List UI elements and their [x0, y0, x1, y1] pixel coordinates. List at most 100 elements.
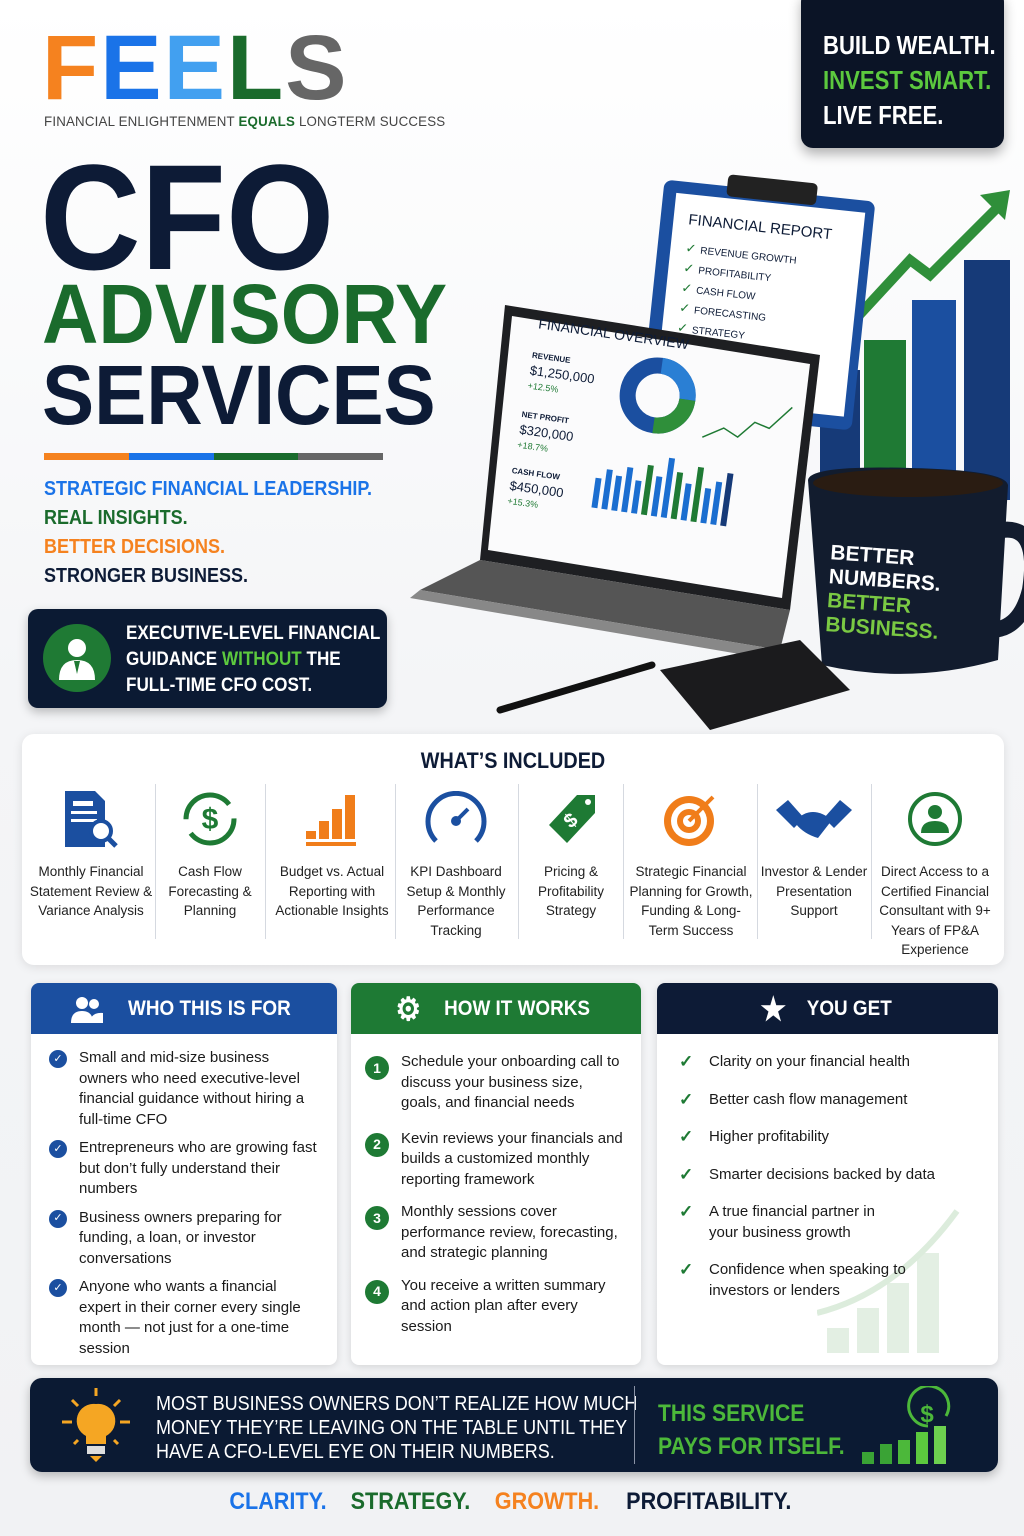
- logo-letter: E: [100, 17, 164, 119]
- check-icon: ✓: [679, 1164, 694, 1184]
- target-icon: [627, 784, 755, 854]
- included-item: Monthly Financial Statement Review & Var…: [28, 784, 154, 921]
- feels-logo: FEELS: [42, 22, 349, 114]
- exec-emphasis: WITHOUT: [221, 649, 302, 670]
- benefit-item: ✓Clarity on your financial health: [679, 1052, 910, 1071]
- growth-watermark-icon: [817, 1209, 960, 1353]
- svg-text:✓: ✓: [681, 280, 693, 296]
- user-circle-icon: [874, 784, 996, 854]
- you-get-card: ★ YOU GET ✓Clarity on your financial heal…: [657, 983, 998, 1365]
- included-item: $ Pricing & Profitability Strategy: [522, 784, 620, 921]
- tagline-insights: REAL INSIGHTS.: [44, 507, 188, 529]
- slogan-word: GROWTH.: [494, 1488, 599, 1515]
- included-item: Budget vs. Actual Reporting with Actiona…: [270, 784, 394, 921]
- money-growth-icon: $: [862, 1386, 951, 1464]
- check-circle-icon: ✓: [49, 1140, 67, 1158]
- color-bar: [44, 453, 383, 460]
- title-services: SERVICES: [42, 348, 436, 442]
- metric-value: $450,000: [509, 478, 565, 500]
- pays-for-itself-line: PAYS FOR ITSELF.: [658, 1433, 845, 1460]
- tagline-business: STRONGER BUSINESS.: [44, 565, 249, 587]
- handshake-icon: [760, 784, 868, 854]
- benefit-item: ✓Confidence when speaking to investors o…: [679, 1260, 929, 1301]
- divider: [623, 784, 624, 939]
- star-icon: ★: [760, 990, 787, 1027]
- metric-change: +18.7%: [517, 440, 549, 454]
- list-item: ✓Business owners preparing for funding, …: [49, 1208, 321, 1270]
- divider: [265, 784, 266, 939]
- benefit-item: ✓Better cash flow management: [679, 1089, 908, 1109]
- pen-icon: [496, 661, 656, 714]
- step-number: 3: [365, 1206, 389, 1230]
- benefit-item: ✓Smarter decisions backed by data: [679, 1164, 935, 1184]
- benefit-item: ✓A true financial partner in your busine…: [679, 1202, 899, 1243]
- check-icon: ✓: [679, 1052, 694, 1071]
- divider: [155, 784, 156, 939]
- banner-message-line: HAVE A CFO-LEVEL EYE ON THEIR NUMBERS.: [156, 1441, 555, 1463]
- card-title: YOU GET: [806, 996, 892, 1020]
- list-item: ✓Small and mid-size business owners who …: [49, 1048, 321, 1130]
- check-icon: ✓: [679, 1127, 694, 1146]
- motto-box: BUILD WEALTH. INVEST SMART. LIVE FREE.: [801, 0, 1004, 148]
- color-bar-segment: [44, 453, 129, 460]
- included-label: Investor & Lender Presentation Support: [760, 864, 868, 918]
- cash-cycle-icon: $: [160, 784, 260, 854]
- check-circle-icon: ✓: [49, 1050, 67, 1068]
- executive-avatar-icon: [43, 624, 111, 692]
- divider: [395, 784, 396, 939]
- clipboard-clip: [726, 174, 818, 205]
- logo-letter: F: [42, 17, 101, 119]
- exec-line: THE: [301, 649, 341, 670]
- check-icon: ✓: [679, 1202, 694, 1221]
- metric-value: $320,000: [519, 422, 575, 444]
- title-advisory: ADVISORY: [42, 267, 448, 361]
- included-label: Direct Access to a Certified Financial C…: [879, 864, 991, 957]
- list-item: ✓Entrepreneurs who are growing fast but …: [49, 1138, 321, 1200]
- included-label: Monthly Financial Statement Review & Var…: [29, 864, 153, 918]
- svg-text:✓: ✓: [685, 240, 697, 256]
- step-number: 4: [365, 1279, 389, 1304]
- tagline-leadership: STRATEGIC FINANCIAL LEADERSHIP.: [44, 478, 373, 500]
- tagline-text: LONGTERM SUCCESS: [295, 113, 446, 129]
- divider: [757, 784, 758, 939]
- slogan-word: STRATEGY.: [350, 1488, 471, 1515]
- tagline-decisions: BETTER DECISIONS.: [44, 536, 226, 558]
- svg-text:✓: ✓: [683, 260, 695, 276]
- card-title: WHO THIS IS FOR: [127, 996, 291, 1020]
- metric-change: +12.5%: [527, 380, 559, 394]
- svg-text:✓: ✓: [676, 320, 688, 336]
- card-title: HOW IT WORKS: [444, 996, 591, 1020]
- step-number: 2: [365, 1132, 389, 1157]
- included-item: KPI Dashboard Setup & Monthly Performanc…: [400, 784, 512, 940]
- price-tag-icon: $: [522, 784, 620, 854]
- divider: [518, 784, 519, 939]
- svg-text:$: $: [920, 1401, 934, 1428]
- color-bar-segment: [298, 453, 383, 460]
- step-number: 1: [365, 1056, 389, 1080]
- hero-illustration: FINANCIAL REPORT REVENUE GROWTH PROFITAB…: [410, 174, 1024, 730]
- who-this-is-for-card: WHO THIS IS FOR ✓Small and mid-size busi…: [31, 983, 337, 1365]
- check-icons: ✓✓✓✓✓: [676, 240, 697, 336]
- included-label: Cash Flow Forecasting & Planning: [168, 864, 252, 918]
- motto-line: LIVE FREE.: [823, 100, 944, 130]
- gear-icon: ⚙: [395, 990, 421, 1027]
- document-search-icon: [28, 784, 154, 854]
- section-title: WHAT’S INCLUDED: [420, 748, 606, 773]
- footer-slogan: CLARITY.STRATEGY.GROWTH.PROFITABILITY.: [0, 1488, 1024, 1516]
- svg-text:$: $: [202, 803, 219, 836]
- included-item: Investor & Lender Presentation Support: [760, 784, 868, 921]
- included-label: Strategic Financial Planning for Growth,…: [629, 864, 753, 938]
- brand-tagline: FINANCIAL ENLIGHTENMENT EQUALS LONGTERM …: [44, 113, 445, 129]
- tagline-emphasis: EQUALS: [238, 113, 296, 129]
- lightbulb-icon: [62, 1388, 130, 1462]
- growth-arrow-icon: [846, 201, 1004, 329]
- included-item: $ Cash Flow Forecasting & Planning: [160, 784, 260, 921]
- benefit-item: ✓Higher profitability: [679, 1127, 830, 1146]
- executive-guidance-box: EXECUTIVE-LEVEL FINANCIAL GUIDANCE WITHO…: [28, 609, 387, 708]
- users-icon: [70, 996, 103, 1023]
- slogan-word: PROFITABILITY.: [625, 1488, 792, 1515]
- line-chart: [702, 406, 793, 439]
